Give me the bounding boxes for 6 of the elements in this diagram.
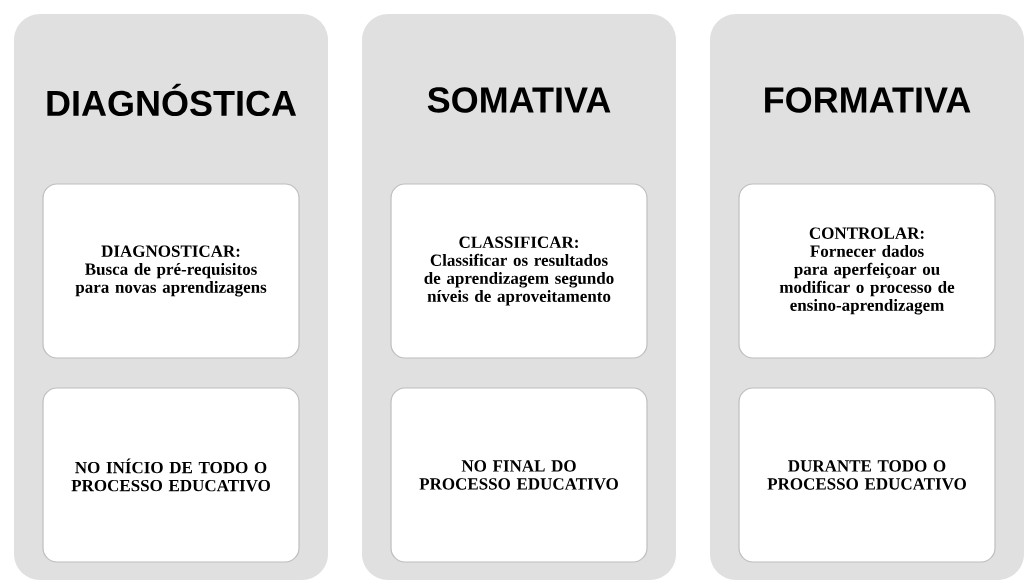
text-box: NO FINAL DO PROCESSO EDUCATIVO (390, 387, 648, 563)
text-box: DURANTE TODO O PROCESSO EDUCATIVO (738, 387, 996, 563)
text-box: DIAGNOSTICAR: Busca de pré-requisitos para novas aprendizagens (42, 183, 300, 359)
text-box: CLASSIFICAR: Classificar os resultados de aprendizagem segundo níveis de aproveitamento (390, 183, 648, 359)
text-box: NO INÍCIO DE TODO O PROCESSO EDUCATIVO (42, 387, 300, 563)
text-box: CONTROLAR: Fornecer dados para aperfeiçoar ou modificar o processo de ensino-aprendizagem (738, 183, 996, 359)
